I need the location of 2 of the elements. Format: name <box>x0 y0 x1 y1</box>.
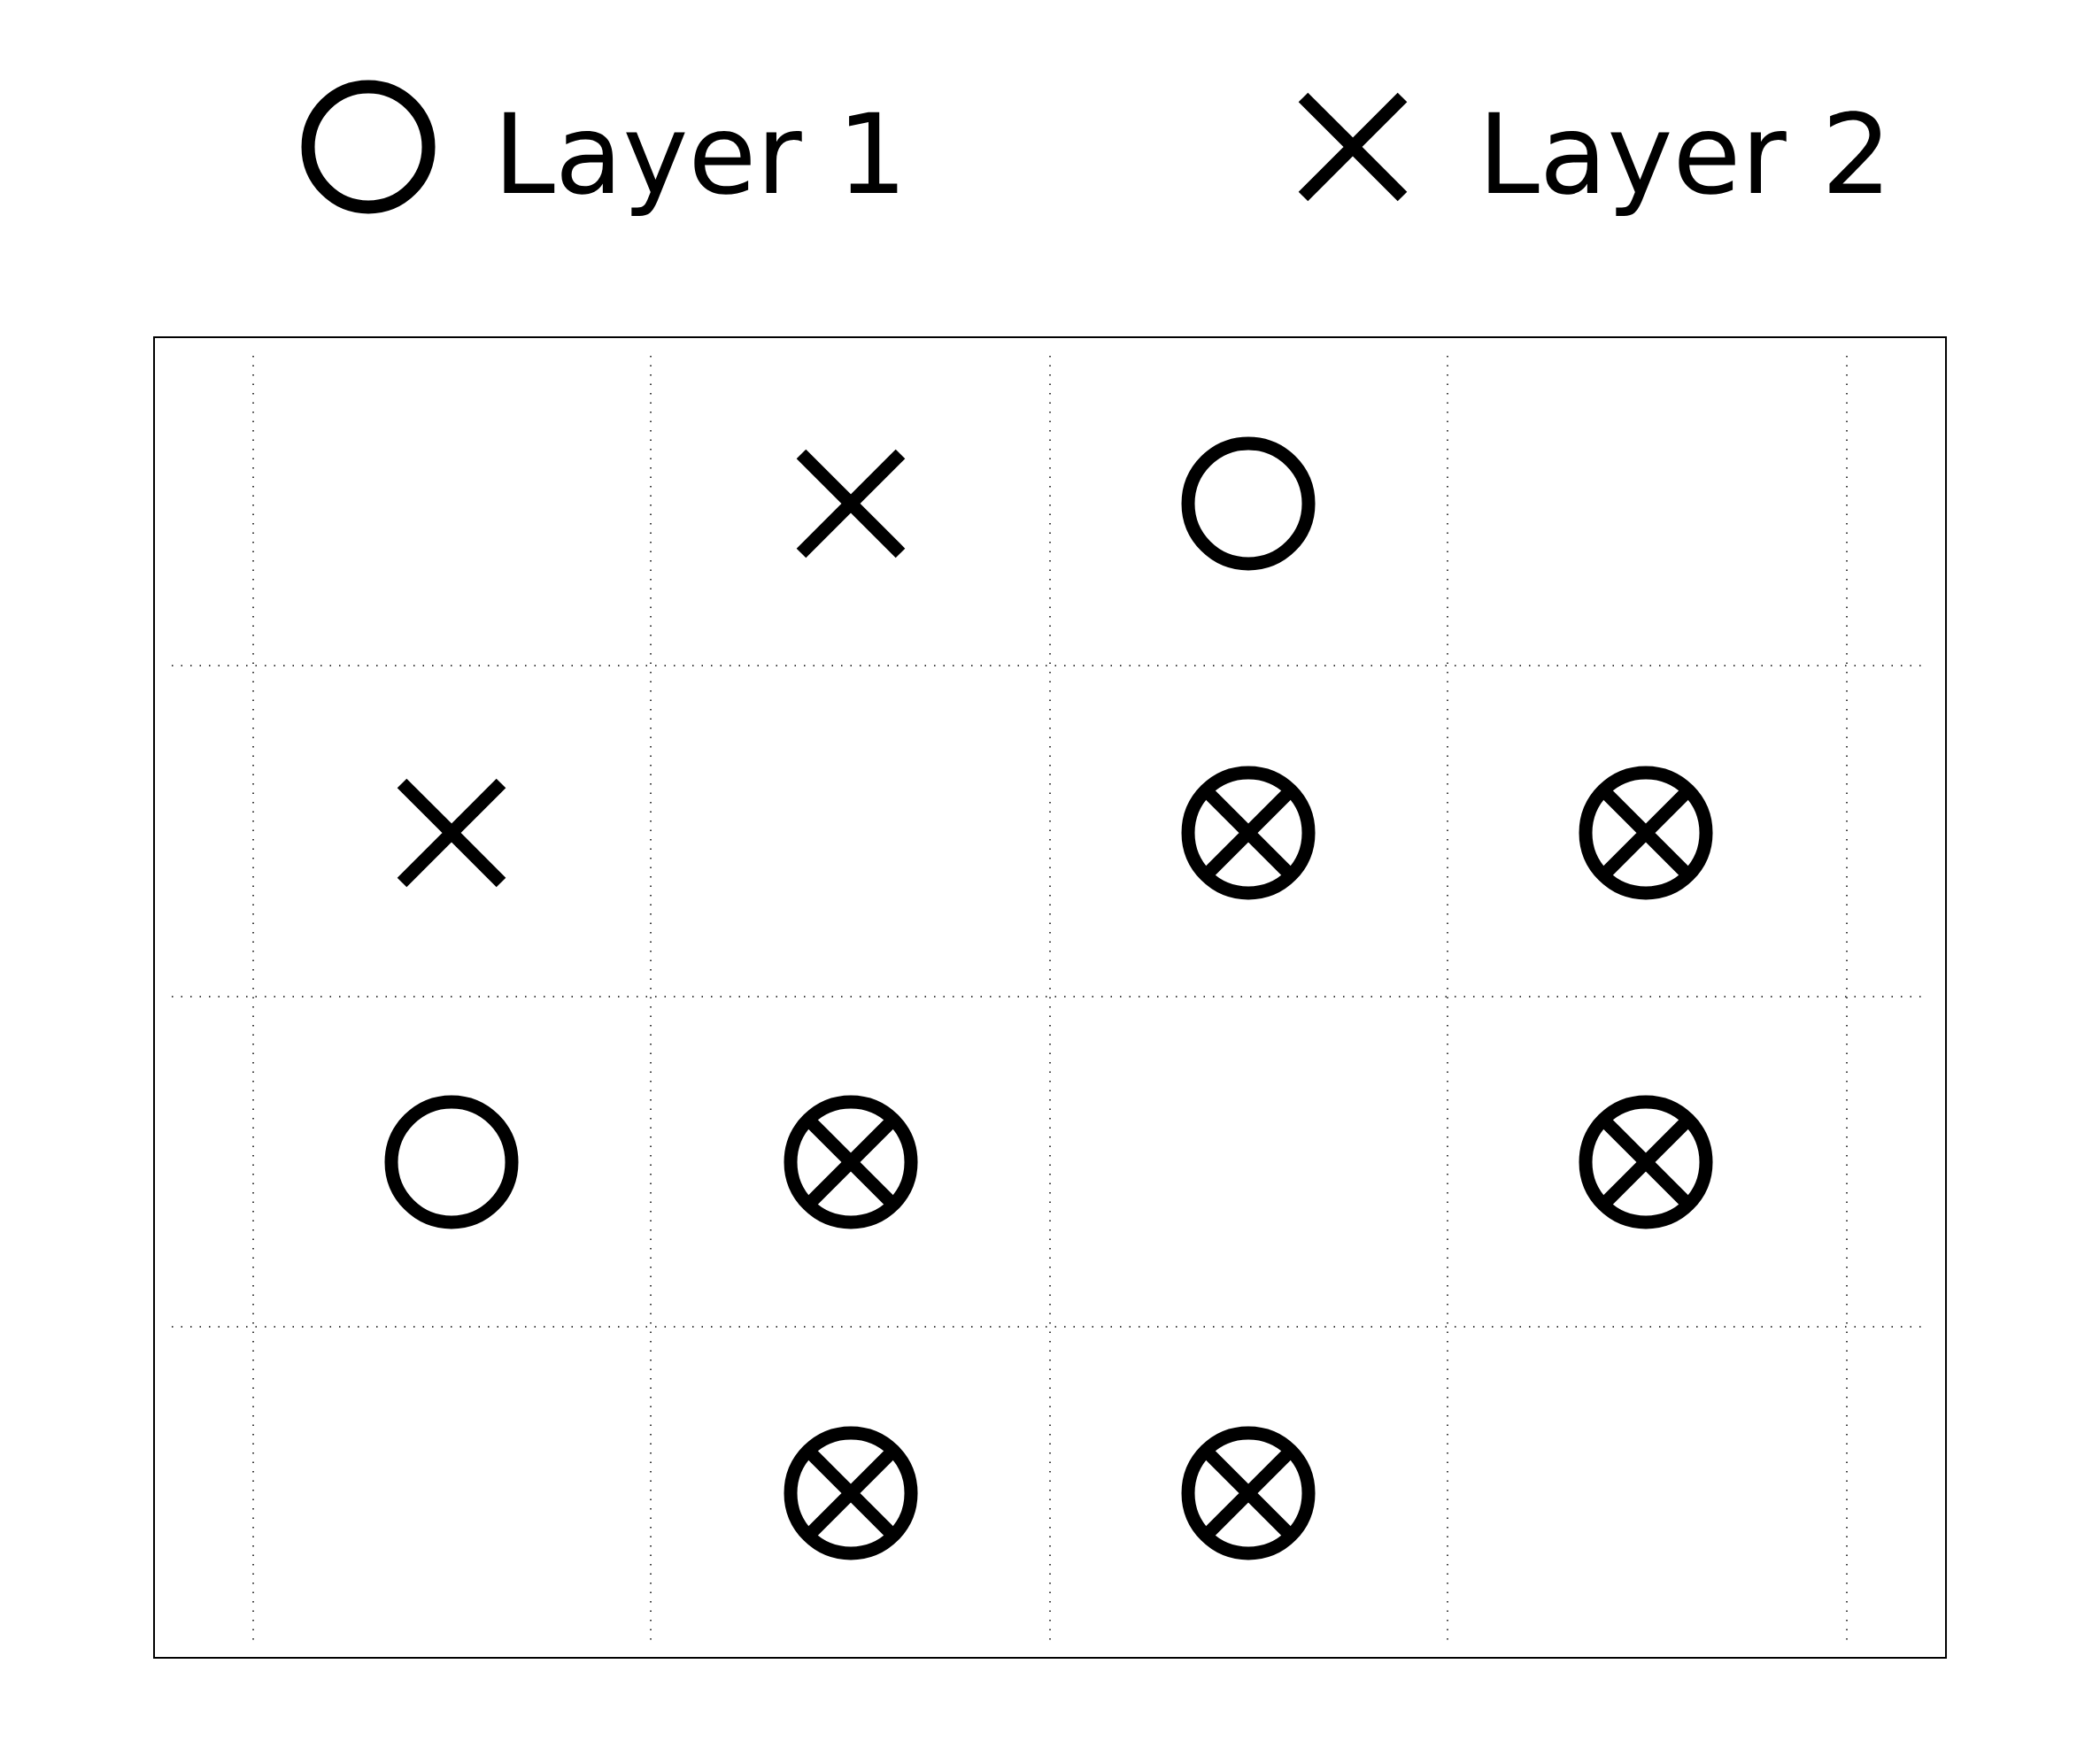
legend-label: Layer 2 <box>1488 111 1881 216</box>
legend-label: Layer 1 <box>504 112 898 216</box>
